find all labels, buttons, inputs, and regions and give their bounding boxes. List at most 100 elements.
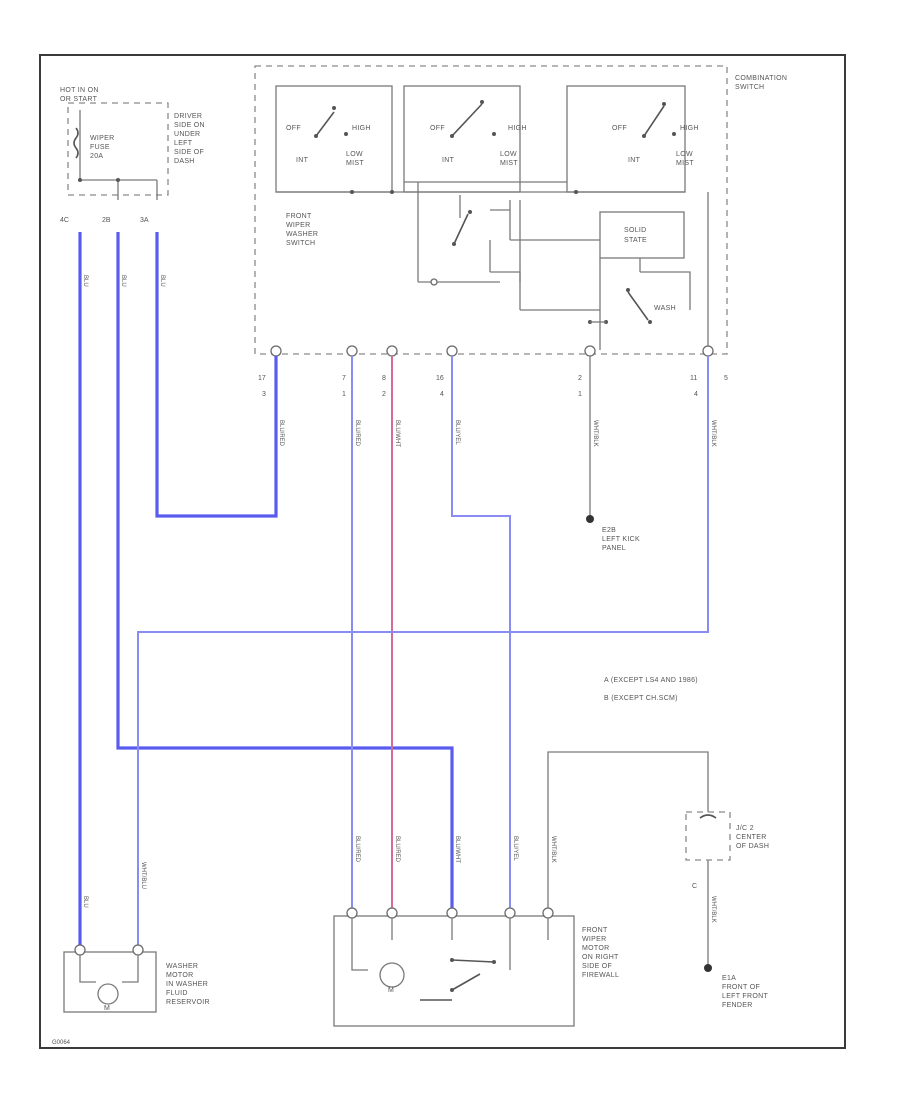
ground-e-label-2: LEFT KICK: [602, 536, 640, 543]
combination-switch-connectors: 17 3 7 1 8 2 16 4 2 1 11 4 5: [258, 345, 728, 398]
fuse-location-6: DASH: [174, 158, 195, 165]
footer-code: G0064: [52, 1040, 71, 1046]
wiper-motor-label-1: FRONT: [582, 927, 608, 934]
solid-state-label-1: SOLID: [624, 227, 647, 234]
wash-label: WASH: [654, 305, 676, 312]
wiper-motor-label-5: SIDE OF: [582, 963, 612, 970]
wire-switch-pin16: [451, 356, 511, 912]
front-wiper-switch-label-2: WIPER: [286, 222, 310, 229]
fuse-label-2: FUSE: [90, 144, 110, 151]
combination-switch: COMBINATION SWITCH OFF HIGH INT LOW MIST…: [254, 65, 787, 355]
wire-code-w3: BLU: [159, 275, 165, 287]
fuse-location-5: SIDE OF: [174, 149, 204, 156]
combination-switch-label-1: COMBINATION: [735, 75, 787, 82]
wire-code-jb: WHT/BLK: [710, 896, 716, 923]
sw-pin-5: 2: [578, 375, 582, 382]
fuse-location-1: DRIVER: [174, 113, 202, 120]
front-wiper-switch-label-3: WASHER: [286, 231, 318, 238]
wire-code-w4: BLU/RED: [278, 420, 284, 447]
wire-switch-pin11-washer: [137, 356, 709, 945]
sw2-mist-label: MIST: [500, 160, 518, 167]
front-wiper-switch-label-1: FRONT: [286, 213, 312, 220]
combination-switch-label-2: SWITCH: [735, 84, 764, 91]
wire-motor-to-jb: [547, 751, 709, 912]
sw2-low-label: LOW: [500, 151, 517, 158]
fuse-pin-a: 4C: [60, 217, 69, 224]
sw-pin-6c: 5: [724, 375, 728, 382]
fuse-pin-c: 3A: [140, 217, 149, 224]
wire-code-m1: BLU/RED: [354, 836, 360, 863]
wiper-motor-label-4: ON RIGHT: [582, 954, 619, 961]
sw-pin-4: 16: [436, 375, 444, 382]
ground-left-kick-panel: E2B LEFT KICK PANEL: [586, 515, 640, 552]
legend: A (EXCEPT LS4 AND 1986) B (EXCEPT CH.SCM…: [604, 677, 698, 702]
wire-code-m2: BLU/RED: [394, 836, 400, 863]
ground-e-label-1: E2B: [602, 527, 616, 534]
sw-pin-4b: 4: [440, 391, 444, 398]
sw-pin-3: 8: [382, 375, 386, 382]
junction-connector-2: J/C 2 CENTER OF DASH C: [685, 811, 769, 890]
legend-b: B (EXCEPT CH.SCM): [604, 695, 678, 702]
sw3-off-label: OFF: [612, 125, 627, 132]
sw-pin-6b: 4: [694, 391, 698, 398]
sw1-high-label: HIGH: [352, 125, 371, 132]
sw1-off-label: OFF: [286, 125, 301, 132]
sw-pin-1: 17: [258, 375, 266, 382]
jb-pin: C: [692, 883, 697, 890]
washer-motor-label-4: FLUID: [166, 990, 188, 997]
wiper-motor-label-6: FIREWALL: [582, 972, 619, 979]
ground-icon: [586, 515, 594, 523]
jb-label-2: CENTER: [736, 834, 767, 841]
ground-front-fender: E1A FRONT OF LEFT FRONT FENDER: [704, 964, 768, 1009]
wire-code-labels: BLU BLU BLU BLU/RED BLU/RED BLU/WHT BLU/…: [82, 275, 716, 923]
wire-code-w1: BLU: [82, 275, 88, 287]
wire-code-wm1: BLU: [82, 896, 88, 908]
fuse-box: HOT IN ON OR START WIPER FUSE 20A DRIVER…: [60, 87, 205, 224]
ground-b-label-4: FENDER: [722, 1002, 753, 1009]
sw1-mist-label: MIST: [346, 160, 364, 167]
solid-state-label-2: STATE: [624, 237, 647, 244]
washer-motor-label-3: IN WASHER: [166, 981, 208, 988]
front-wiper-switch-label-4: SWITCH: [286, 240, 315, 247]
wire-fuse-to-switch: [155, 232, 278, 518]
wiper-motor-label-3: MOTOR: [582, 945, 609, 952]
wire-code-wm2: WHT/BLU: [140, 862, 146, 889]
front-wiper-motor: M FRONT WIPER MOTOR ON RIGHT SIDE OF FIR…: [333, 907, 619, 1027]
wire-code-m5: WHT/BLK: [550, 836, 556, 863]
wire-code-w6: BLU/WHT: [394, 420, 400, 447]
fuse-label-3: 20A: [90, 153, 103, 160]
sw1-low-label: LOW: [346, 151, 363, 158]
fuse-location-3: UNDER: [174, 131, 200, 138]
sw-pin-2b: 1: [342, 391, 346, 398]
fuse-label-1: WIPER: [90, 135, 114, 142]
sw1-int-label: INT: [296, 157, 309, 164]
hot-in-on-label-2: OR START: [60, 96, 98, 103]
washer-motor-label-1: WASHER: [166, 963, 198, 970]
hot-in-on-label-1: HOT IN ON: [60, 87, 99, 94]
sw3-high-label: HIGH: [680, 125, 699, 132]
washer-motor-label-5: RESERVOIR: [166, 999, 210, 1006]
wiper-motor-symbol: [379, 962, 405, 988]
washer-motor-m: M: [104, 1005, 110, 1012]
sw-pin-6: 11: [690, 375, 697, 382]
wire-code-w8: WHT/BLK: [592, 420, 598, 447]
sw3-mist-label: MIST: [676, 160, 694, 167]
jb-label-3: OF DASH: [736, 843, 769, 850]
wire-code-w5: BLU/RED: [354, 420, 360, 447]
washer-motor-label-2: MOTOR: [166, 972, 193, 979]
ground-b-label-2: FRONT OF: [722, 984, 760, 991]
fuse-location-2: SIDE ON: [174, 122, 205, 129]
sw-pin-5b: 1: [578, 391, 582, 398]
wiper-motor-m: M: [388, 987, 394, 994]
sw2-high-label: HIGH: [508, 125, 527, 132]
sw3-low-label: LOW: [676, 151, 693, 158]
wire-code-w9: WHT/BLK: [710, 420, 716, 447]
ground-e-label-3: PANEL: [602, 545, 626, 552]
washer-motor: M WASHER MOTOR IN WASHER FLUID RESERVOIR: [63, 944, 210, 1013]
legend-a: A (EXCEPT LS4 AND 1986): [604, 677, 698, 684]
sw2-int-label: INT: [442, 157, 455, 164]
wire-harness: [78, 232, 709, 964]
fuse-location-4: LEFT: [174, 140, 193, 147]
sw2-off-label: OFF: [430, 125, 445, 132]
